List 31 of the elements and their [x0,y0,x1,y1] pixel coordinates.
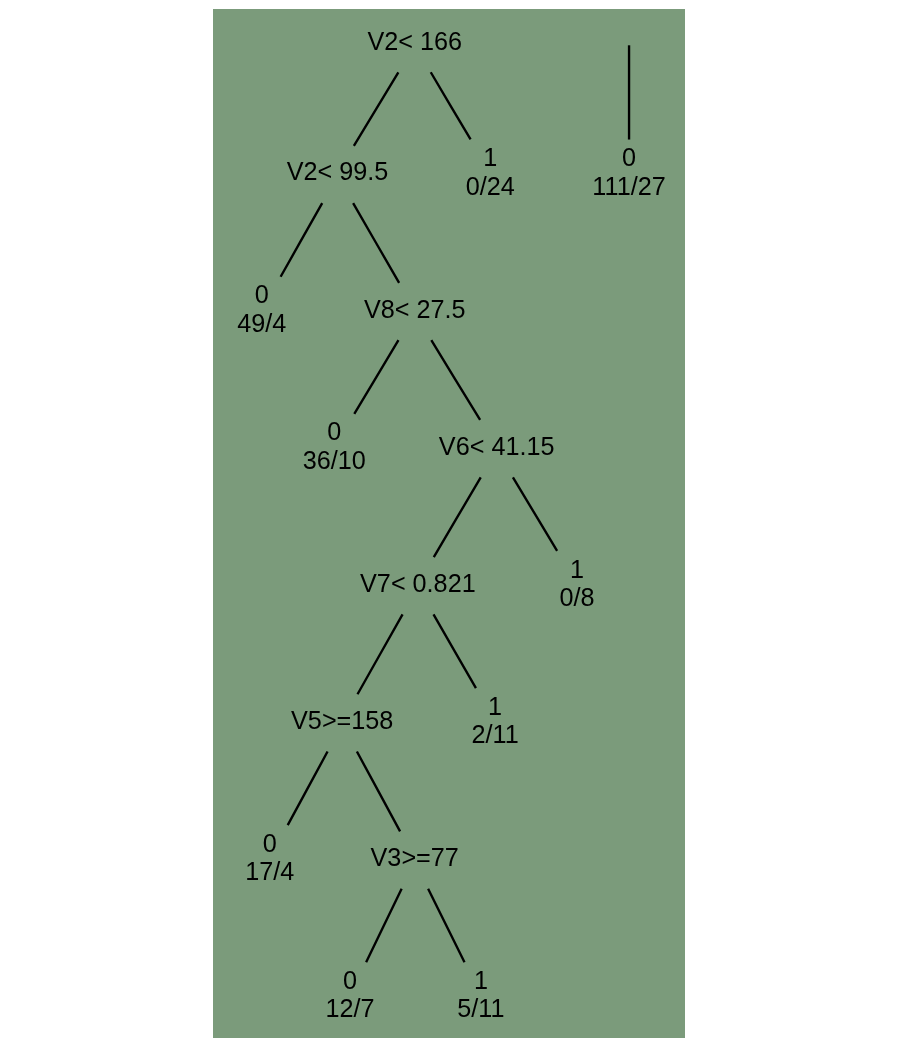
node-text: V8< 27.5 [363,294,466,323]
connector [352,202,401,284]
node-text: 0 17/4 [245,828,295,886]
connector [279,202,324,278]
connector [511,476,559,552]
node-text: 1 5/11 [457,965,505,1023]
node-text: V7< 0.821 [360,568,476,597]
connector [429,71,472,141]
node-text: 1 2/11 [471,691,519,749]
node-text: 0 49/4 [237,280,287,337]
connector [352,71,400,147]
node-text: V6< 41.15 [438,431,555,460]
connector [355,751,402,832]
connector [430,339,482,421]
connector [286,750,329,826]
connector [427,888,466,963]
node-text: V5>=158 [291,705,394,734]
connector [432,613,477,689]
node-text: V2< 99.5 [286,157,389,186]
connector [432,476,482,558]
connector [356,613,404,695]
node-text: 1 0/24 [465,143,515,200]
node-text: 0 36/10 [302,417,366,474]
connector [365,888,403,963]
connector [627,45,631,140]
node-text: 0 12/7 [325,965,375,1023]
node-text: V2< 166 [367,26,463,55]
node-text: V3>=77 [370,842,459,871]
node-text: 1 0/8 [559,554,595,611]
node-text: 0 111/27 [592,143,666,200]
connector [353,339,400,415]
